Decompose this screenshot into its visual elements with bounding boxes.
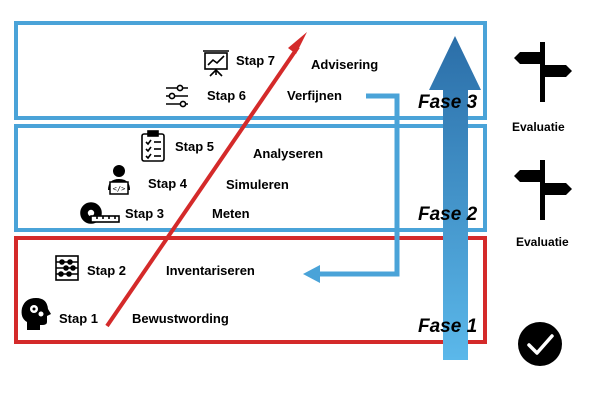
step-1-label: Stap 1: [59, 311, 99, 326]
feedback-connector-line: [318, 93, 400, 277]
step-6-label: Stap 6: [207, 88, 247, 103]
red-progress-line: [105, 45, 300, 328]
step-7-action: Advisering: [311, 57, 379, 72]
tape-measure-icon: [80, 202, 120, 224]
phase-2-frame: [14, 124, 487, 232]
step-4-label: Stap 4: [148, 176, 188, 191]
evaluation-label-top: Evaluatie: [512, 120, 565, 134]
phase-3-label: Fase 3: [418, 92, 478, 113]
presentation-board-icon: [203, 50, 229, 77]
clipboard-checklist-icon: [141, 130, 165, 162]
step-3-action: Meten: [212, 206, 250, 221]
step-5-label: Stap 5: [175, 139, 215, 154]
signpost-icon-bottom: [514, 160, 572, 220]
step-2-action: Inventariseren: [166, 263, 255, 278]
feedback-connector-arrowhead: [303, 265, 320, 283]
svg-text:</>: </>: [113, 185, 126, 193]
step-4-action: Simuleren: [226, 177, 289, 192]
head-gears-icon: [21, 298, 51, 330]
phase-1-label: Fase 1: [418, 316, 478, 337]
signpost-icon-top: [514, 42, 572, 102]
step-3-label: Stap 3: [125, 206, 165, 221]
sliders-icon: [166, 84, 188, 108]
phase-1-frame: [14, 236, 487, 344]
checkmark-circle-icon: [518, 322, 562, 366]
step-2-label: Stap 2: [87, 263, 127, 278]
abacus-icon: [55, 255, 79, 281]
step-7-label: Stap 7: [236, 53, 276, 68]
progress-blue-arrow: [429, 36, 481, 360]
evaluation-label-bottom: Evaluatie: [516, 235, 569, 249]
step-6-action: Verfijnen: [287, 88, 342, 103]
phase-2-label: Fase 2: [418, 204, 478, 225]
person-at-computer-icon: </>: [108, 165, 130, 195]
step-5-action: Analyseren: [253, 146, 324, 161]
phase-3-frame: [14, 21, 487, 120]
red-progress-arrowhead: [288, 32, 307, 54]
step-1-action: Bewustwording: [132, 311, 229, 326]
